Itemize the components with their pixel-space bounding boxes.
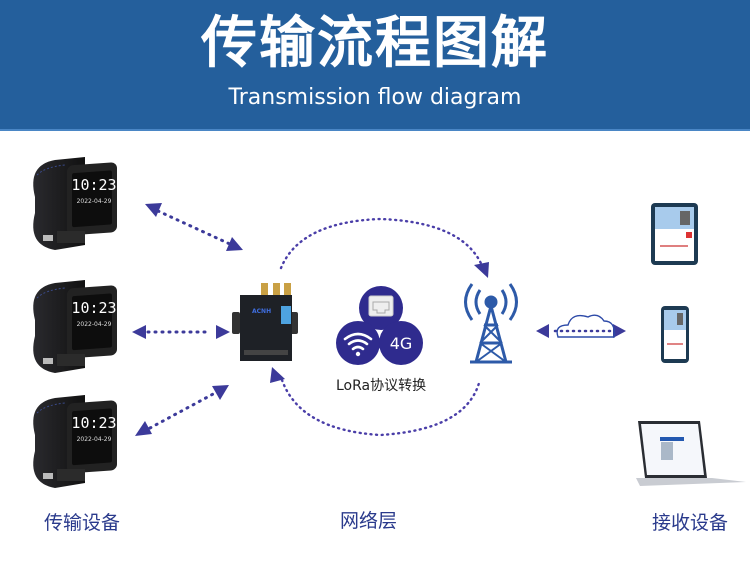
laptop-device [636,421,746,486]
network-loop [270,217,489,437]
smartwatch-3: 10:23 2022-04-29 [32,394,118,489]
arrow-watch3-gateway [135,385,229,436]
wifi-circle [336,321,380,365]
cloud-icon [556,314,615,338]
watch-time: 10:23 [71,299,116,317]
watch-time: 10:23 [71,414,116,432]
interface-cluster: 4G [336,286,423,365]
lora-gateway-device: ACNH [232,283,298,361]
section-label-receiving: 接收设备 [652,512,729,534]
watch-date: 2022-04-29 [77,436,112,443]
watch-time: 10:23 [71,176,116,194]
smartwatch-2: 10:23 2022-04-29 [32,279,118,374]
section-label-network: 网络层 [340,510,398,532]
phone-device [661,306,689,363]
page-title: 传输流程图解 [201,11,549,76]
watch-date: 2022-04-29 [77,321,112,328]
lora-protocol-label: LoRa协议转换 [336,378,427,394]
gateway-brand: ACNH [252,308,271,315]
arrow-tower-cloud [536,324,626,338]
header-banner: 传输流程图解 Transmission flow diagram [0,0,750,131]
4g-circle [379,321,423,365]
section-label-transmission: 传输设备 [44,512,121,534]
cell-tower-icon [464,283,518,364]
ethernet-port-icon [368,295,394,317]
flow-diagram: 10:23 2022-04-29 10:23 2022-04-29 10:23 … [32,156,746,489]
watch-date: 2022-04-29 [77,198,112,205]
page-subtitle: Transmission flow diagram [228,85,522,110]
4g-label: 4G [390,334,413,353]
arrow-watch2-gateway [132,325,230,339]
arrow-watch1-gateway [145,203,243,251]
tablet-device [651,203,698,265]
wifi-icon [343,332,373,351]
smartwatch-1: 10:23 2022-04-29 [32,156,118,251]
